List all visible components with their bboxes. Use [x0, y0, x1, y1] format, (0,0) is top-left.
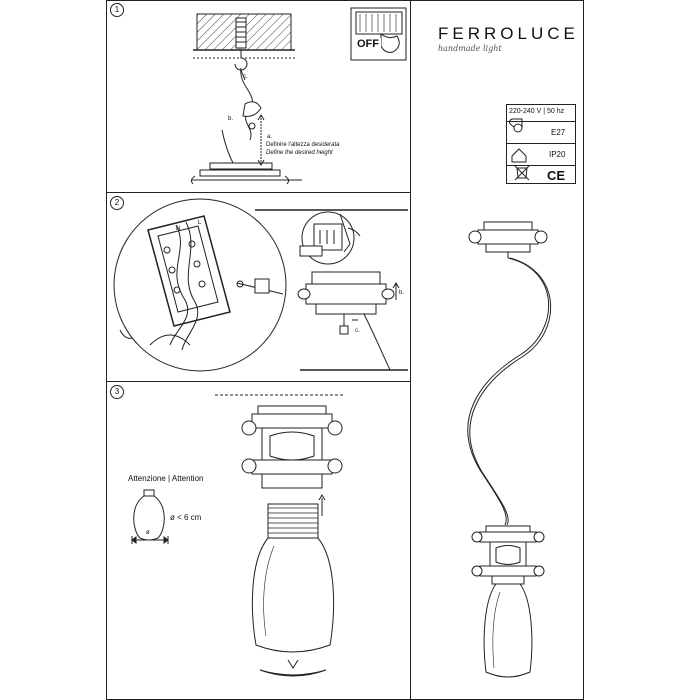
step-3-number: 3	[110, 385, 124, 399]
spec-socket-row: E27	[507, 121, 575, 143]
brand-name: FERROLUCE	[438, 24, 579, 43]
diameter-symbol: ø	[146, 530, 150, 536]
house-icon	[511, 148, 527, 163]
weee-bin-icon	[514, 165, 530, 181]
hanging-wire-step1	[240, 67, 262, 141]
spec-socket: E27	[551, 128, 566, 137]
spec-icons	[508, 118, 530, 181]
canopy-step1	[190, 129, 302, 185]
label-c: c.	[243, 74, 248, 80]
spec-voltage: 220-240 V | 50 hz	[509, 108, 565, 115]
spec-table: 220-240 V | 50 hz E27 IP20 CE	[506, 104, 576, 184]
terminal-n: N	[176, 226, 181, 232]
diameter-note: ø < 6 cm	[170, 513, 202, 522]
attention-label: Attenzione | Attention	[128, 474, 204, 483]
instruction-en: Define the desired height	[266, 150, 333, 156]
bulb-size-icon	[131, 489, 169, 544]
wiring-magnifier	[113, 198, 287, 372]
canopy-detail-step2	[297, 211, 408, 371]
spec-ip-row: IP20	[507, 143, 575, 165]
step-2-number: 2	[110, 196, 124, 210]
brand-tagline: handmade light	[438, 44, 502, 53]
terminal-l: L	[198, 220, 202, 226]
spec-ip: IP20	[549, 150, 566, 159]
label-b: b.	[228, 116, 234, 122]
bulb-edison	[251, 503, 335, 677]
breaker-box	[350, 7, 407, 61]
step-1-number: 1	[110, 3, 124, 17]
instruction-it: Definire l'altezza desiderata	[266, 142, 340, 148]
label-a: a.	[267, 134, 273, 140]
step2-label-c: c.	[355, 328, 360, 334]
step2-label-b: b.	[399, 290, 405, 296]
lampholder-exploded	[215, 394, 345, 516]
assembled-pendant	[467, 221, 552, 678]
step2-panel	[106, 193, 411, 382]
spec-voltage-row: 220-240 V | 50 hz	[507, 105, 575, 121]
step1-panel	[106, 0, 411, 193]
ce-mark: CE	[547, 168, 566, 183]
spec-marks-row: CE	[507, 165, 575, 185]
ceiling-mount	[193, 13, 295, 81]
height-arrow	[257, 114, 265, 166]
switch-off-label: OFF	[355, 38, 381, 50]
